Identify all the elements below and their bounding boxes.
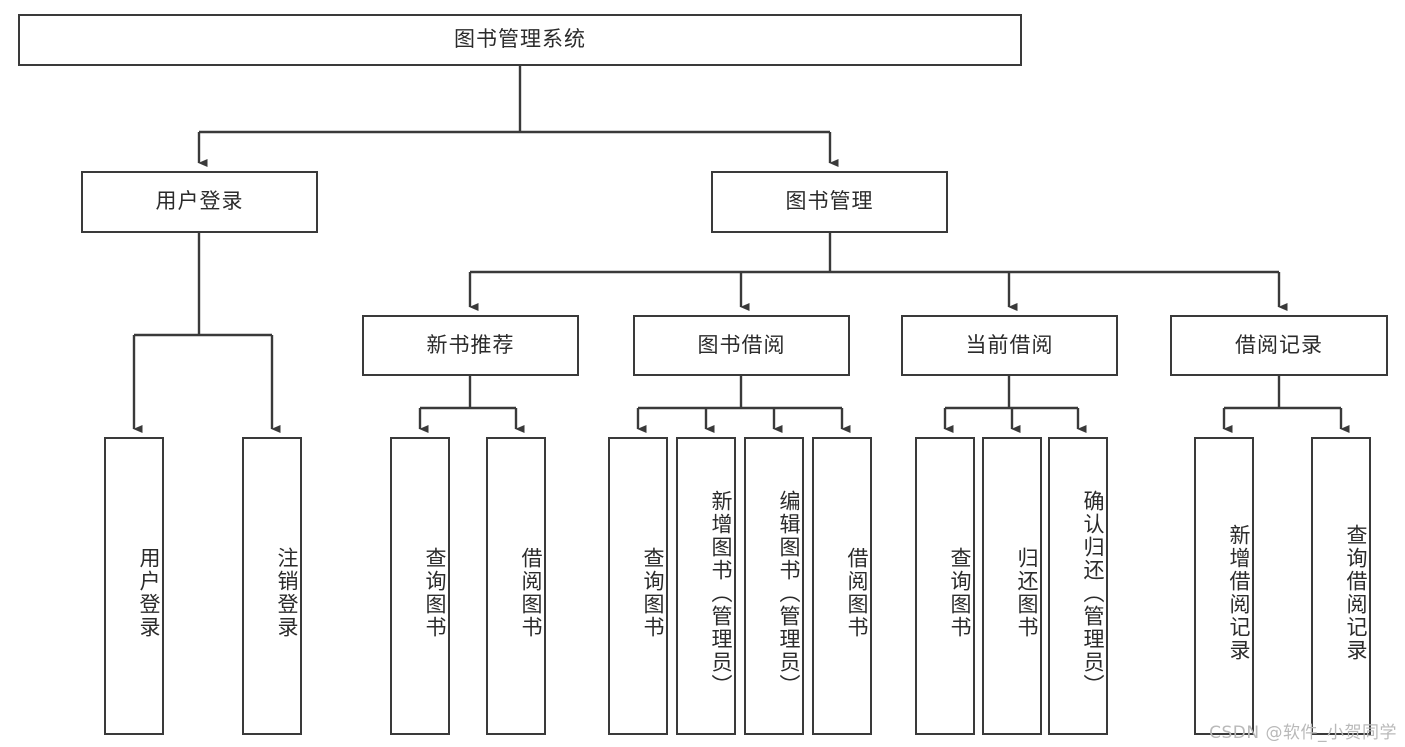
node-label: 借阅图书 xyxy=(845,547,869,639)
node-label: 借阅图书 xyxy=(519,547,543,639)
node-borrow-records[interactable]: 借阅记录 xyxy=(1170,315,1388,376)
node-label: 用户登录 xyxy=(155,189,244,214)
node-label: 图书管理系统 xyxy=(454,27,586,52)
node-label: 用户登录 xyxy=(137,547,161,639)
node-label: 确认归还（管理员） xyxy=(1081,489,1105,697)
node-label: 查询图书 xyxy=(641,547,665,639)
leaf-records-query-record[interactable]: 查询借阅记录 xyxy=(1311,437,1371,735)
node-label: 图书借阅 xyxy=(697,332,786,357)
node-book-borrowing[interactable]: 图书借阅 xyxy=(633,315,850,376)
node-label: 图书管理 xyxy=(785,189,874,214)
leaf-current-query-books[interactable]: 查询图书 xyxy=(915,437,975,735)
leaf-current-return-books[interactable]: 归还图书 xyxy=(982,437,1042,735)
node-label: 借阅记录 xyxy=(1235,332,1323,357)
leaf-borrow-add-book-admin[interactable]: 新增图书（管理员） xyxy=(676,437,736,735)
node-label: 新书推荐 xyxy=(426,332,515,357)
node-label: 查询图书 xyxy=(423,547,447,639)
node-book-management[interactable]: 图书管理 xyxy=(711,171,948,233)
node-label: 查询图书 xyxy=(948,547,972,639)
node-label: 新增图书（管理员） xyxy=(709,489,733,697)
leaf-borrow-query-books[interactable]: 查询图书 xyxy=(608,437,668,735)
leaf-borrow-edit-book-admin[interactable]: 编辑图书（管理员） xyxy=(744,437,804,735)
node-label: 注销登录 xyxy=(275,547,299,639)
leaf-records-add-record[interactable]: 新增借阅记录 xyxy=(1194,437,1254,735)
node-label: 编辑图书（管理员） xyxy=(777,489,801,697)
node-label: 新增借阅记录 xyxy=(1227,524,1251,662)
node-user-login[interactable]: 用户登录 xyxy=(81,171,318,233)
node-label: 归还图书 xyxy=(1015,547,1039,639)
node-label: 查询借阅记录 xyxy=(1344,524,1368,662)
node-root-book-management-system[interactable]: 图书管理系统 xyxy=(18,14,1022,66)
leaf-current-confirm-return-admin[interactable]: 确认归还（管理员） xyxy=(1048,437,1108,735)
leaf-newbook-borrow-books[interactable]: 借阅图书 xyxy=(486,437,546,735)
leaf-user-login[interactable]: 用户登录 xyxy=(104,437,164,735)
leaf-borrow-borrow-books[interactable]: 借阅图书 xyxy=(812,437,872,735)
leaf-user-logout[interactable]: 注销登录 xyxy=(242,437,302,735)
leaf-newbook-query-books[interactable]: 查询图书 xyxy=(390,437,450,735)
node-new-book-recommendation[interactable]: 新书推荐 xyxy=(362,315,579,376)
node-current-borrowing[interactable]: 当前借阅 xyxy=(901,315,1118,376)
csdn-watermark: CSDN @软件_小贺同学 xyxy=(1209,723,1397,743)
node-label: 当前借阅 xyxy=(965,332,1054,357)
